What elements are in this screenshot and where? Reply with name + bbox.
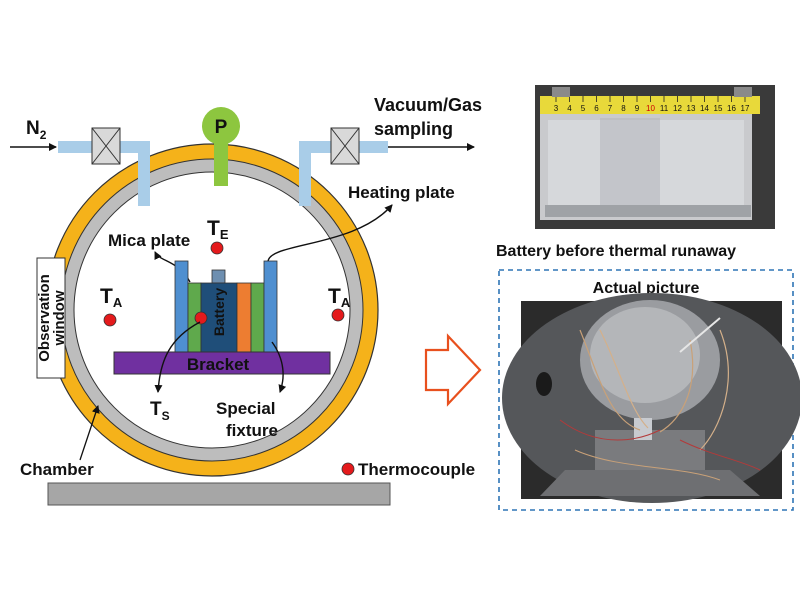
ruler-tick-label: 14	[700, 104, 709, 113]
ruler-tick-label: 13	[687, 104, 696, 113]
inlet-valve-icon	[91, 127, 121, 165]
bracket	[113, 351, 331, 375]
thermocouple-ta-right-dot	[331, 308, 345, 322]
ta-right-label: TA	[328, 285, 351, 310]
heater-right	[250, 282, 265, 355]
chamber-photo	[502, 293, 800, 503]
battery-assembly	[174, 260, 278, 355]
battery-label: Battery	[211, 288, 227, 336]
n2-main: N	[26, 118, 40, 139]
outlet-valve-icon	[330, 127, 360, 165]
heating-plate-label: Heating plate	[348, 183, 455, 202]
ts-label: TS	[150, 399, 170, 423]
special-fixture-arrow	[271, 341, 287, 393]
ts-subscript: S	[162, 409, 170, 423]
bracket-label: Bracket	[187, 355, 250, 374]
ta-right-main: T	[328, 285, 341, 308]
ruler-tick-label: 7	[608, 104, 613, 113]
heating-plate-arrow	[267, 204, 393, 263]
ruler-tick-label: 11	[660, 104, 669, 113]
ruler-tick-label: 6	[594, 104, 599, 113]
pressure-gauge-icon	[202, 107, 240, 145]
ruler-tick-label: 12	[673, 104, 682, 113]
orange-plate	[236, 282, 252, 355]
flow-arrow-icon	[424, 333, 482, 407]
pressure-gauge-stem	[214, 138, 228, 186]
vacuum-label-line2: sampling	[374, 119, 453, 139]
te-subscript: E	[220, 227, 229, 242]
ruler-tick-label: 4	[567, 104, 572, 113]
ta-left-label: TA	[100, 285, 123, 310]
photo-top-caption: Battery before thermal runaway	[496, 243, 736, 260]
thermocouple-ts-dot	[194, 311, 208, 325]
chamber-label: Chamber	[20, 460, 94, 479]
thermocouple-legend-dot	[341, 462, 355, 476]
base-plate	[47, 482, 391, 506]
observation-line2: window	[51, 290, 68, 346]
terminal	[211, 269, 226, 284]
observation-window	[36, 257, 66, 379]
ruler-tick-label: 3	[554, 104, 559, 113]
te-label: TE	[207, 217, 229, 242]
ruler-tick-label: 5	[581, 104, 586, 113]
thermocouple-label: Thermocouple	[358, 460, 475, 479]
thermocouple-te-dot	[210, 241, 224, 255]
pressure-label: P	[215, 117, 228, 138]
photo-bottom-title: Actual picture	[593, 280, 700, 297]
thermocouple-ta-left-dot	[103, 313, 117, 327]
ruler-tick-label: 15	[714, 104, 723, 113]
mica-plate-label: Mica plate	[108, 231, 190, 250]
n2-label: N2	[26, 118, 47, 142]
ta-left-main: T	[100, 285, 113, 308]
ruler-tick-label: 17	[741, 104, 750, 113]
vacuum-label-line1: Vacuum/Gas	[374, 95, 482, 115]
ruler-tick-label: 10	[646, 104, 655, 113]
ta-left-subscript: A	[113, 295, 123, 310]
ta-right-subscript: A	[341, 295, 351, 310]
n2-subscript: 2	[40, 128, 47, 142]
ts-main: T	[150, 399, 162, 420]
observation-line1: Observation	[36, 274, 53, 362]
chamber-pointer	[79, 405, 100, 461]
inlet-pipe	[58, 141, 150, 206]
special-label-line2: fixture	[226, 421, 278, 440]
ts-arrow	[154, 321, 201, 393]
ruler-tick-label: 9	[635, 104, 640, 113]
outlet-pipe	[299, 141, 388, 206]
ruler-tick-label: 8	[621, 104, 626, 113]
mica-plate-right	[263, 260, 278, 355]
special-label-line1: Special	[216, 399, 276, 418]
observation-label: Observationwindow	[36, 274, 68, 362]
ruler-tick-label: 16	[727, 104, 736, 113]
te-main: T	[207, 217, 220, 240]
